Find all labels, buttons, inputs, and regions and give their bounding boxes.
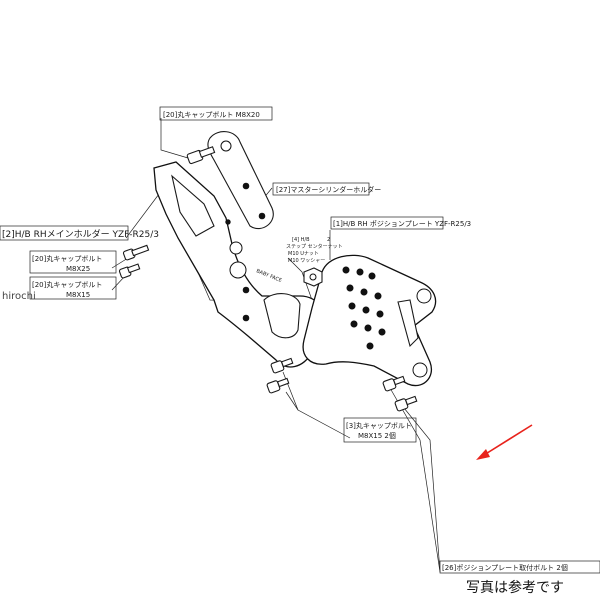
main-holder-cutout (171, 174, 215, 237)
main-holder-hole-5 (242, 314, 250, 322)
label-bolt-m8x15-size: M8X15 (66, 291, 90, 299)
label-bolt-top: [20]丸キャップボルト M8X20 (163, 110, 260, 119)
plate-hole-top-right (416, 288, 432, 304)
red-arrow-icon (476, 424, 533, 460)
label-nut-line3: M10 Uナット (288, 251, 319, 257)
main-holder-hole-2 (229, 241, 243, 255)
cap-bolt-m8x20 (186, 146, 216, 165)
label-bolt-m8x25-name: [20]丸キャップボルト (32, 254, 102, 263)
holder-hole-bottom (258, 212, 266, 220)
holder-hole-mid (242, 182, 250, 190)
label-master-holder: [27]マスターシリンダーホルダー (276, 185, 381, 194)
main-holder-hole-1 (225, 219, 231, 225)
holder-hole-top (220, 140, 232, 152)
label-boxes (0, 106, 600, 574)
cap-bolt-pair-3 (266, 357, 294, 394)
label-nut-line1: [4] H/B (292, 237, 310, 243)
label-nut-line2: ステップ センターナット (286, 243, 343, 250)
label-bolt-pair-size: M8X15 2個 (358, 431, 396, 440)
main-holder-hole-3 (229, 261, 247, 279)
step-center-nut (303, 267, 323, 287)
plate-slot-right (397, 299, 419, 348)
cap-bolt-m8x25 (122, 244, 150, 261)
label-nut-line4: M10 ワッシャー (288, 258, 325, 264)
plate-hole-bottom-right (412, 362, 428, 378)
label-bolt-pair-name: [3]丸キャップボルト (346, 421, 412, 430)
position-plate (302, 254, 437, 387)
label-plate-bolt: [26]ポジションプレート取付ボルト 2個 (442, 563, 568, 572)
watermark-text: hirochi (2, 291, 36, 302)
cap-bolt-m8x15 (118, 263, 141, 279)
label-main-holder: [2]H/B RHメインホルダー YZF-R25/3 (2, 228, 159, 240)
label-nut-count: 2 (327, 237, 330, 243)
main-holder-hole-4 (242, 286, 250, 294)
photo-reference-note: 写真は参考です (466, 579, 564, 596)
label-bolt-m8x25-size: M8X25 (66, 265, 90, 273)
label-position-plate: [1]H/B RH ポジションプレート YZF-R25/3 (333, 220, 471, 228)
plate-mount-bolts-26 (382, 375, 418, 412)
plate-hole-grid (342, 266, 386, 350)
plate-brand-text: BABY FACE (255, 268, 282, 284)
main-holder-slot (263, 293, 301, 339)
label-bolt-m8x15-name: [20]丸キャップボルト (32, 280, 102, 289)
